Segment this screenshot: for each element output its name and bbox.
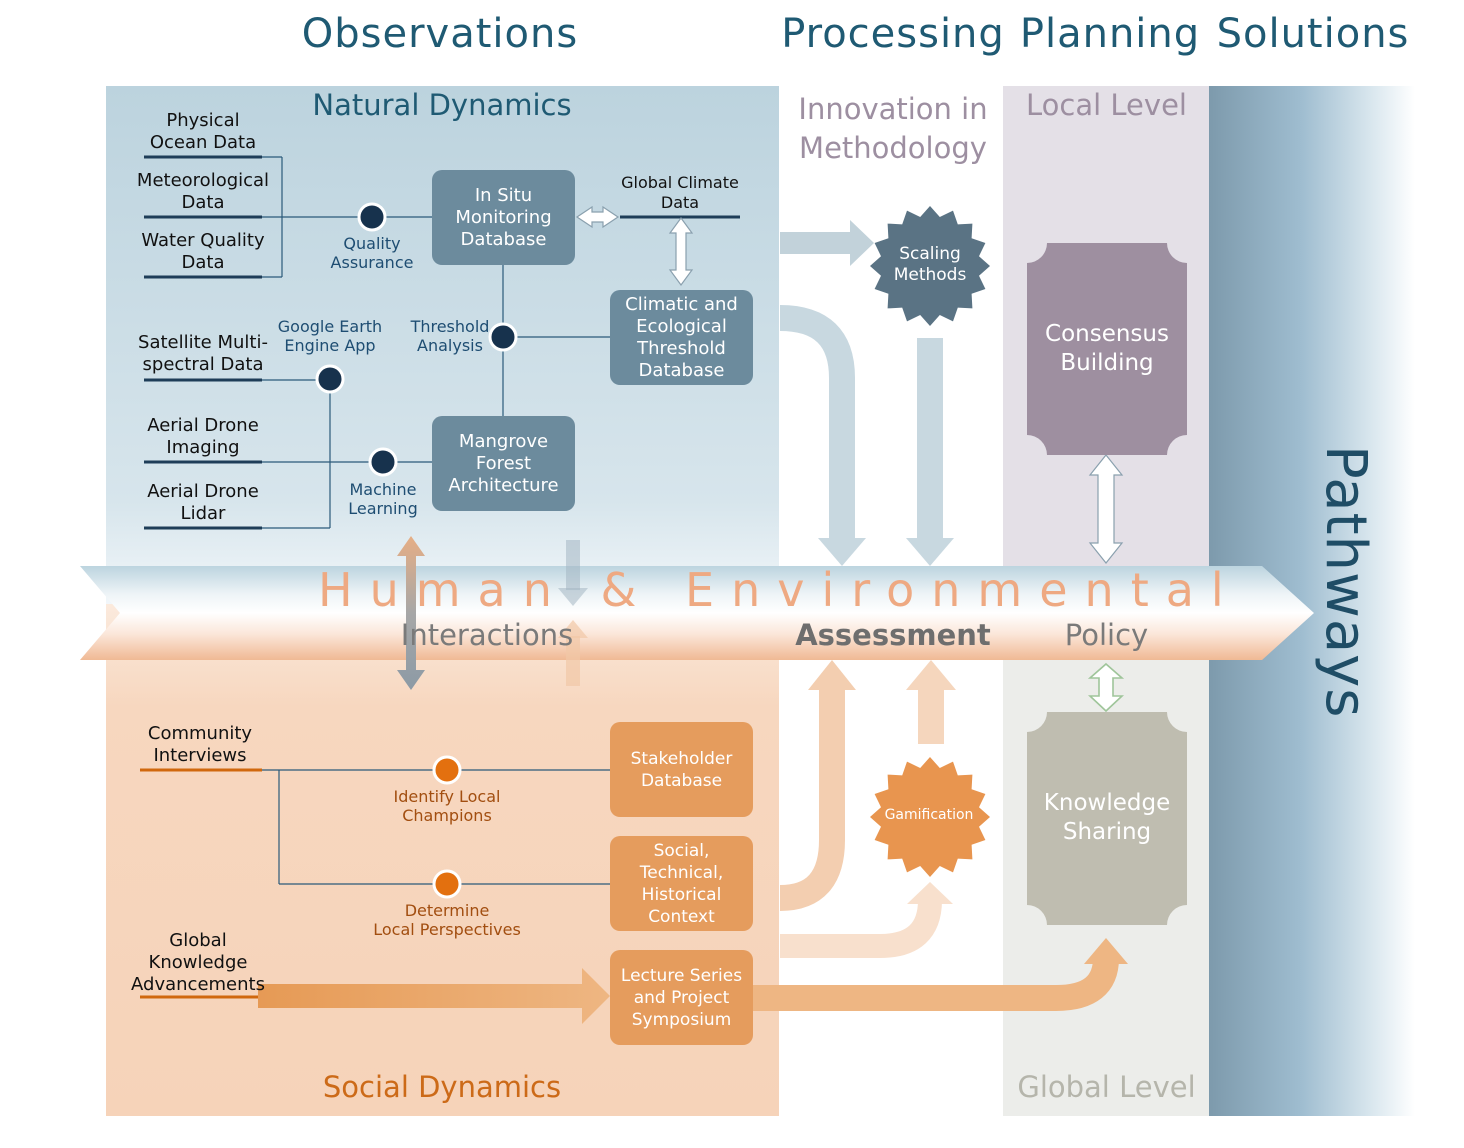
source-water-quality: Water Quality Data (141, 230, 265, 273)
label-google-earth: Google Earth Engine App (277, 317, 383, 355)
threshold-analysis-node (488, 322, 518, 352)
local-perspectives-node (432, 869, 462, 899)
banner-policy: Policy (1064, 618, 1149, 652)
arrow-up-fade (566, 636, 580, 686)
label-local-champions: Identify Local Champions (393, 787, 501, 825)
gamification-burst (870, 757, 990, 877)
arrow-scaling-head (906, 538, 954, 566)
local-champions-node (432, 755, 462, 785)
label-threshold-analysis: Threshold Analysis (410, 317, 490, 355)
arrow-down-fade (566, 540, 580, 590)
pathways-title: Pathways (1312, 445, 1378, 719)
white-double-arrows (575, 205, 1124, 564)
knowledge-sharing-box (1027, 712, 1187, 925)
in-situ-monitoring-box: In Situ Monitoring Database (432, 170, 575, 265)
innovation-methodology-title: Innovation in Methodology (798, 92, 988, 165)
arrow-curve-to-assessment (779, 305, 855, 540)
header-processing: Processing (781, 11, 1005, 57)
header-planning: Planning (1019, 11, 1201, 57)
arrow-gamification-head (906, 660, 956, 690)
header-solutions: Solutions (1216, 11, 1410, 57)
source-drone-lidar: Aerial Drone Lidar (147, 481, 259, 524)
google-earth-node (315, 364, 345, 394)
arrow-to-scaling (780, 220, 874, 266)
source-drone-imaging: Aerial Drone Imaging (147, 415, 259, 458)
climatic-threshold-box: Climatic and Ecological Threshold Databa… (610, 290, 753, 385)
arrow-down-fade-head (558, 588, 588, 606)
gamification-label: Gamification (884, 807, 974, 823)
stakeholder-database-box: Stakeholder Database (610, 722, 753, 817)
local-level-title: Local Level (1026, 88, 1187, 122)
source-global-knowledge: Global Knowledge Advancements (131, 930, 265, 995)
arrow-scaling-shaft (917, 338, 943, 540)
banner-title: Human & Environmental (318, 563, 1241, 617)
human-environmental-banner-arrow (80, 566, 1314, 660)
source-global-climate: Global Climate Data (621, 173, 739, 212)
machine-learning-node (368, 447, 398, 477)
scaling-methods-label: Scaling Methods (893, 244, 967, 285)
arrow-lecture-to-knowledge (752, 957, 1119, 1011)
global-level-title: Global Level (1017, 1070, 1196, 1104)
double-arrow-interactions (397, 536, 425, 690)
arrow-up-fade-head (558, 620, 588, 638)
policy-double-arrow (1087, 662, 1125, 713)
label-local-perspectives: Determine Local Perspectives (373, 901, 521, 939)
social-context-box: Social, Technical, Historical Context (610, 836, 753, 931)
source-physical-ocean: Physical Ocean Data (149, 110, 257, 153)
arrow-curve-head (818, 538, 866, 566)
arrow-gamification-shaft (918, 688, 944, 744)
label-quality-assurance: Quality Assurance (330, 234, 414, 272)
natural-nodes (315, 202, 518, 477)
arrow-knowledge-head (1084, 938, 1128, 964)
source-community-interviews: Community Interviews (147, 723, 253, 766)
lecture-series-box: Lecture Series and Project Symposium (610, 950, 753, 1045)
natural-dynamics-title: Natural Dynamics (312, 88, 572, 122)
arrow-lecture-gam-head (907, 882, 953, 904)
consensus-building-box (1027, 243, 1187, 455)
label-machine-learning: Machine Learning (348, 480, 418, 518)
source-satellite: Satellite Multi- spectral Data (138, 332, 268, 375)
banner-assessment: Assessment (795, 618, 991, 652)
header-observations: Observations (301, 11, 579, 57)
arrow-lecture-to-gamification (780, 899, 942, 958)
social-nodes (432, 755, 462, 899)
mangrove-forest-box: Mangrove Forest Architecture (432, 416, 575, 511)
scaling-methods-burst (870, 206, 990, 326)
natural-connectors (262, 156, 610, 529)
banner-interactions: Interactions (400, 618, 574, 652)
consensus-building-label: Consensus Building (1045, 321, 1169, 376)
source-meteorological: Meteorological Data (136, 170, 270, 213)
knowledge-sharing-label: Knowledge Sharing (1043, 790, 1171, 845)
arrow-context-to-assessment (779, 690, 845, 911)
quality-assurance-node (357, 202, 387, 232)
social-underlines (140, 768, 262, 999)
social-dynamics-title: Social Dynamics (322, 1070, 562, 1104)
source-underlines (144, 155, 740, 530)
arrow-context-head (808, 660, 856, 690)
arrow-global-knowledge-to-lecture (258, 968, 610, 1024)
